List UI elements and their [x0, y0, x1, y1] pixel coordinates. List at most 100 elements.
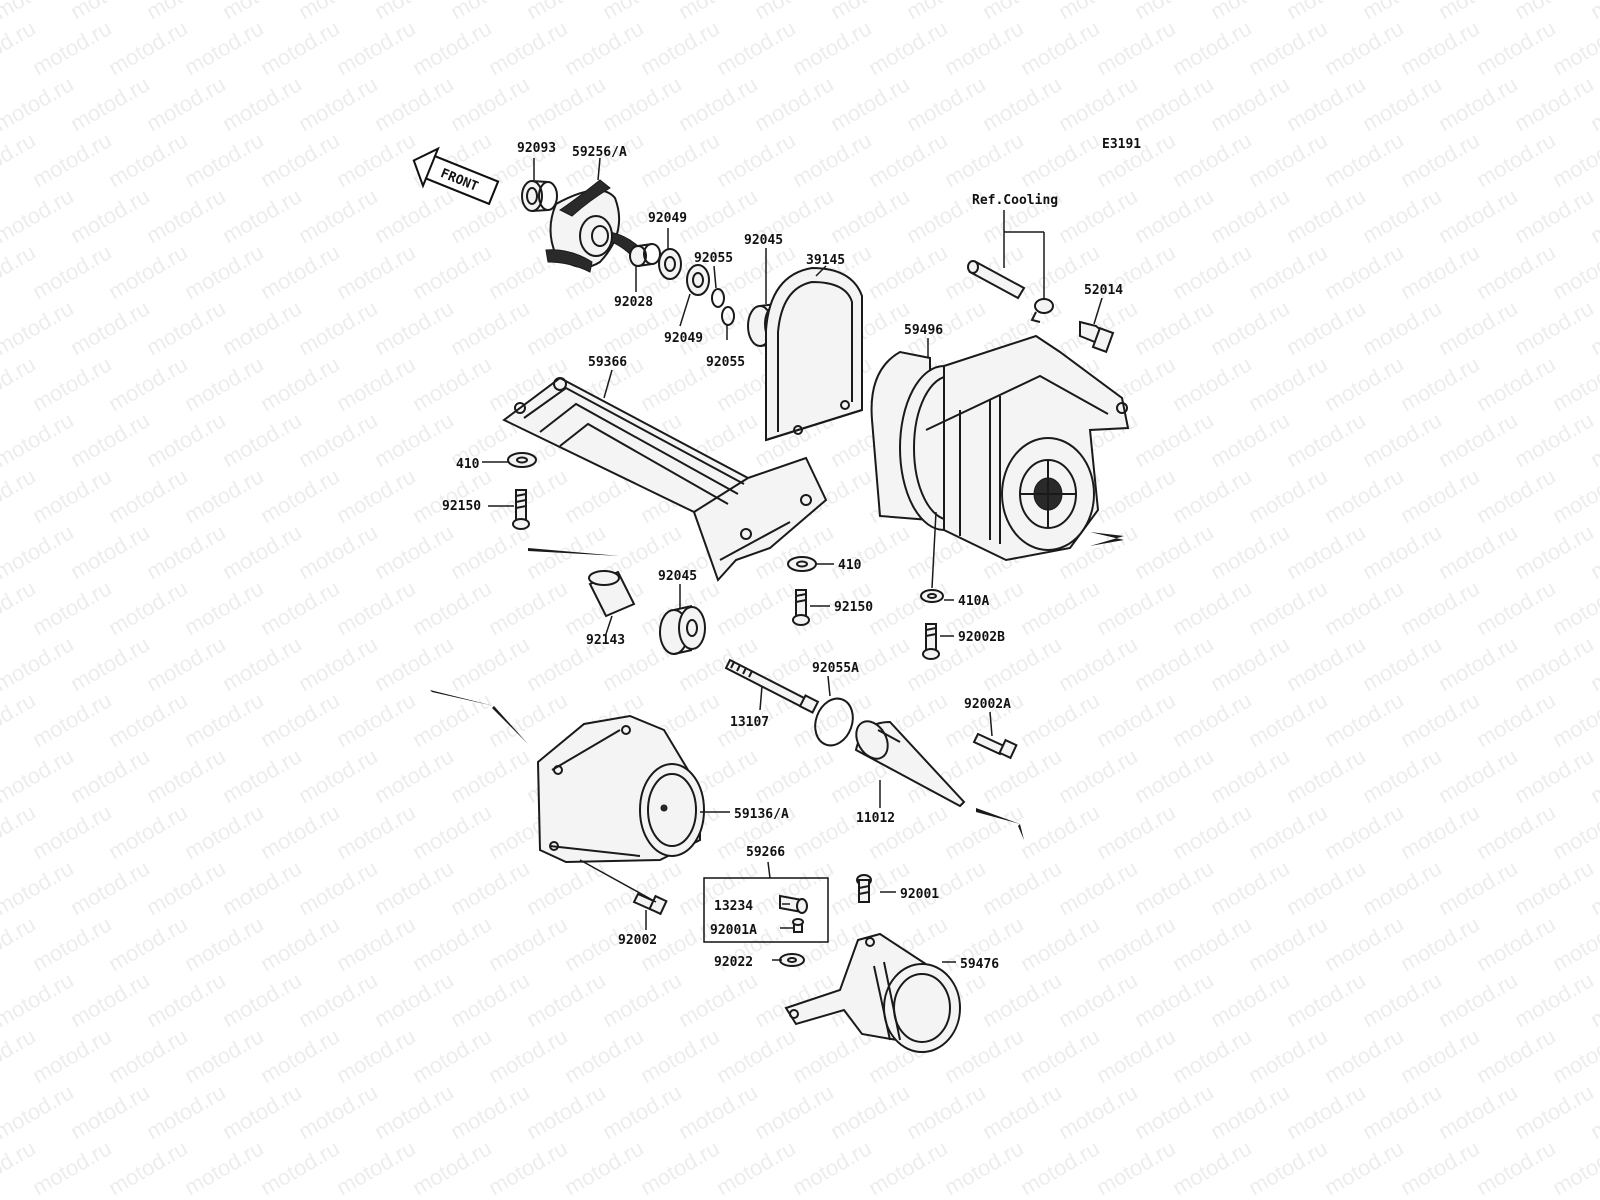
part-number-label: 92049: [648, 211, 687, 226]
watermark-text: motod.ru: [370, 0, 458, 24]
watermark-text: motod.ru: [66, 183, 154, 248]
watermark-text: motod.ru: [408, 799, 496, 864]
watermark-text: motod.ru: [636, 15, 724, 80]
watermark-text: motod.ru: [1092, 1023, 1180, 1088]
watermark-text: motod.ru: [180, 799, 268, 864]
watermark-text: motod.ru: [712, 127, 800, 192]
shaft-13107-drawing: [724, 658, 820, 714]
watermark-text: motod.ru: [1054, 1079, 1142, 1144]
watermark-text: motod.ru: [560, 15, 648, 80]
oring-92055A-drawing: [814, 697, 854, 747]
watermark-text: motod.ru: [28, 463, 116, 528]
watermark-text: motod.ru: [1168, 799, 1256, 864]
watermark-text: motod.ru: [256, 1023, 344, 1088]
part-number-label: 92002B: [958, 630, 1005, 645]
watermark-text: motod.ru: [256, 15, 344, 80]
watermark-text: motod.ru: [408, 1023, 496, 1088]
watermark-text: motod.ru: [294, 519, 382, 584]
watermark-text: motod.ru: [294, 631, 382, 696]
watermark-text: motod.ru: [1016, 1023, 1104, 1088]
watermark-text: motod.ru: [332, 239, 420, 304]
watermark-text: motod.ru: [294, 71, 382, 136]
pump-case-59496-drawing: [870, 334, 1130, 562]
watermark-text: motod.ru: [256, 1135, 344, 1200]
watermark-text: motod.ru: [674, 1079, 762, 1144]
watermark-text: motod.ru: [1130, 183, 1218, 248]
watermark-text: motod.ru: [408, 575, 496, 640]
steering-nozzle-59476-drawing: [784, 932, 961, 1053]
part-number-label: 92055A: [812, 661, 859, 676]
watermark-text: motod.ru: [0, 631, 78, 696]
part-number-label: 92028: [614, 295, 653, 310]
watermark-text: motod.ru: [1244, 911, 1332, 976]
watermark-text: motod.ru: [294, 407, 382, 472]
watermark-text: motod.ru: [1396, 127, 1484, 192]
watermark-text: motod.ru: [1206, 183, 1294, 248]
watermark-text: motod.ru: [636, 1023, 724, 1088]
watermark-text: motod.ru: [1016, 127, 1104, 192]
watermark-text: motod.ru: [484, 911, 572, 976]
watermark-text: motod.ru: [1548, 1135, 1600, 1200]
watermark-text: motod.ru: [788, 1135, 876, 1200]
watermark-text: motod.ru: [674, 0, 762, 24]
watermark-text: motod.ru: [408, 15, 496, 80]
watermark-text: motod.ru: [180, 127, 268, 192]
watermark-text: motod.ru: [1320, 239, 1408, 304]
watermark-text: motod.ru: [826, 71, 914, 136]
watermark-text: motod.ru: [218, 183, 306, 248]
watermark-text: motod.ru: [370, 631, 458, 696]
watermark-text: motod.ru: [294, 183, 382, 248]
watermark-text: motod.ru: [1016, 911, 1104, 976]
watermark-text: motod.ru: [1472, 127, 1560, 192]
watermark-text: motod.ru: [522, 855, 610, 920]
watermark-text: motod.ru: [1510, 519, 1598, 584]
watermark-text: motod.ru: [864, 127, 952, 192]
watermark-text: motod.ru: [1472, 1023, 1560, 1088]
watermark-text: motod.ru: [142, 1079, 230, 1144]
watermark-text: motod.ru: [0, 1079, 78, 1144]
watermark-text: motod.ru: [1434, 743, 1522, 808]
diagram-code: E3191: [1102, 137, 1141, 152]
watermark-text: motod.ru: [0, 743, 78, 808]
watermark-text: motod.ru: [1016, 687, 1104, 752]
watermark-text: motod.ru: [1320, 575, 1408, 640]
watermark-text: motod.ru: [370, 183, 458, 248]
watermark-text: motod.ru: [218, 743, 306, 808]
watermark-text: motod.ru: [142, 183, 230, 248]
bolt-92002A-drawing: [972, 732, 1018, 760]
watermark-text: motod.ru: [1054, 743, 1142, 808]
watermark-text: motod.ru: [0, 407, 78, 472]
watermark-text: motod.ru: [826, 519, 914, 584]
watermark-text: motod.ru: [1244, 687, 1332, 752]
bolt-92001-drawing: [856, 874, 872, 903]
part-number-label: 59476: [960, 957, 999, 972]
watermark-text: motod.ru: [408, 463, 496, 528]
watermark-text: motod.ru: [1510, 295, 1598, 360]
watermark-text: motod.ru: [1244, 1023, 1332, 1088]
watermark-text: motod.ru: [446, 71, 534, 136]
watermark-text: motod.ru: [370, 1079, 458, 1144]
watermark-text: motod.ru: [1396, 687, 1484, 752]
watermark-text: motod.ru: [1510, 855, 1598, 920]
watermark-text: motod.ru: [332, 127, 420, 192]
watermark-text: motod.ru: [1092, 1135, 1180, 1200]
watermark-text: motod.ru: [1092, 463, 1180, 528]
watermark-text: motod.ru: [1168, 687, 1256, 752]
impeller-drawing: [545, 179, 641, 273]
watermark-text: motod.ru: [1206, 295, 1294, 360]
watermark-text: motod.ru: [1130, 1079, 1218, 1144]
watermark-text: motod.ru: [1168, 1023, 1256, 1088]
watermark-text: motod.ru: [788, 127, 876, 192]
watermark-text: motod.ru: [1320, 15, 1408, 80]
watermark-text: motod.ru: [1396, 799, 1484, 864]
watermark-text: motod.ru: [370, 967, 458, 1032]
watermark-text: motod.ru: [104, 1135, 192, 1200]
part-number-label: 59266: [746, 845, 785, 860]
watermark-text: motod.ru: [1130, 0, 1218, 24]
watermark-text: motod.ru: [940, 1135, 1028, 1200]
cone-11012-drawing: [854, 720, 966, 808]
watermark-text: motod.ru: [66, 631, 154, 696]
watermark-text: motod.ru: [864, 799, 952, 864]
watermark-text: motod.ru: [1168, 351, 1256, 416]
